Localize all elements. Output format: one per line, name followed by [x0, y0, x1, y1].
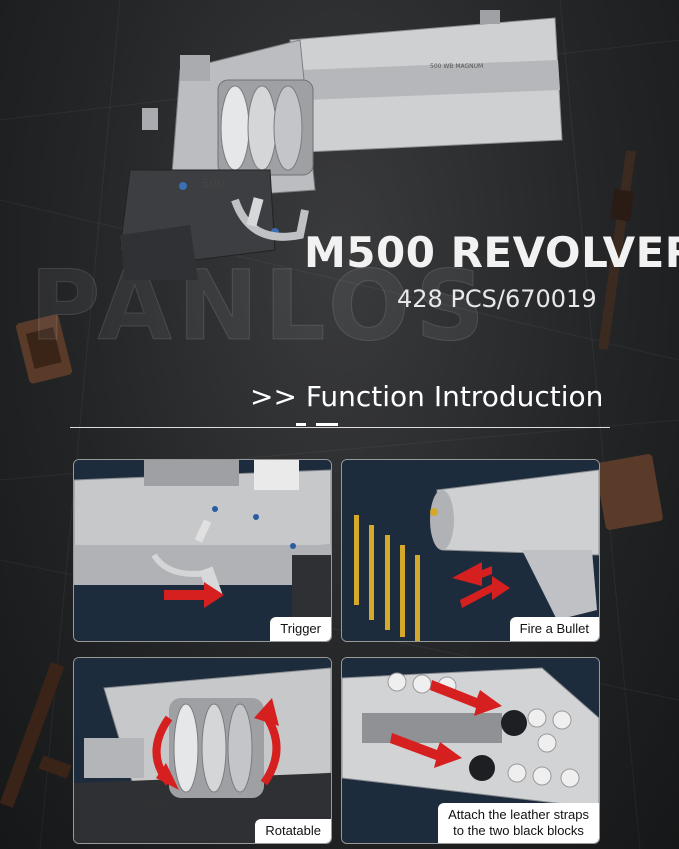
- section-divider: [70, 427, 610, 428]
- fire-bullet-illustration: [342, 460, 599, 641]
- barrel-engraving: 500 WB MAGNUM: [430, 63, 483, 70]
- product-subtitle: 428 PCS/670019: [397, 285, 597, 313]
- caption-attach-straps: Attach the leather straps to the two bla…: [438, 803, 599, 843]
- panel-fire-bullet: Fire a Bullet: [341, 459, 600, 642]
- black-block-icons: [469, 710, 527, 781]
- decor-rifle-right: [598, 150, 636, 350]
- caption-rotatable: Rotatable: [255, 819, 331, 843]
- caption-trigger: Trigger: [270, 617, 331, 641]
- rotatable-illustration: 500: [74, 658, 331, 843]
- right-arrow-icon: [390, 680, 502, 768]
- frame-engraving: 500: [202, 177, 225, 191]
- section-heading: >> Function Introduction: [250, 380, 604, 413]
- caption-fire-bullet: Fire a Bullet: [509, 617, 599, 641]
- frame-engraving: 500: [146, 797, 169, 811]
- cylinder: [217, 79, 314, 176]
- attach-straps-illustration: [342, 658, 599, 843]
- brand-watermark: PANLOS: [30, 250, 491, 363]
- decor-rifle-left: [0, 662, 72, 808]
- trigger-illustration: [74, 460, 331, 641]
- panel-trigger: Trigger: [73, 459, 332, 642]
- panel-attach-straps: Attach the leather straps to the two bla…: [341, 657, 600, 844]
- divider-accent-2: [316, 423, 338, 426]
- double-arrow-icon: [452, 562, 510, 608]
- caption-line-2: to the two black blocks: [453, 823, 584, 838]
- decor-card-left: [16, 314, 72, 384]
- cylinder: [169, 698, 264, 798]
- bullet-icons: [354, 515, 420, 641]
- right-arrow-icon: [164, 582, 224, 608]
- decor-card-right: [595, 454, 663, 530]
- panel-rotatable: 500 Rotatable: [73, 657, 332, 844]
- product-title: M500 REVOLVER: [304, 228, 679, 277]
- divider-accent-1: [296, 423, 306, 426]
- caption-line-1: Attach the leather straps: [448, 807, 589, 822]
- rotate-arrow-icon: [152, 698, 281, 790]
- revolver-hero-image: 500 WB MAGNUM 500: [119, 10, 563, 280]
